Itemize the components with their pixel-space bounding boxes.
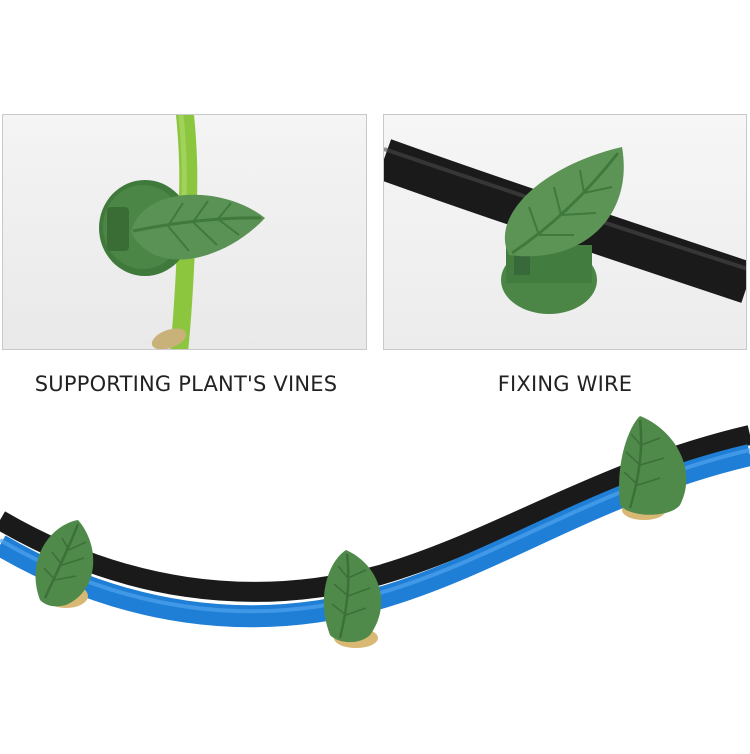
vine-photo-panel bbox=[2, 114, 367, 350]
leaf-clip-middle bbox=[323, 550, 382, 648]
vine-clip-illustration bbox=[99, 115, 265, 349]
caption-vines: SUPPORTING PLANT'S VINES bbox=[34, 372, 338, 396]
cable-scene bbox=[0, 400, 750, 750]
caption-wire: FIXING WIRE bbox=[497, 372, 633, 396]
cable-clips-illustration bbox=[0, 416, 750, 648]
wire-clip-illustration bbox=[384, 139, 746, 314]
wire-photo-panel bbox=[383, 114, 747, 350]
leaf-clip-right bbox=[619, 416, 687, 520]
leaf-clip-left bbox=[35, 520, 94, 608]
leaf-clip bbox=[504, 147, 624, 257]
